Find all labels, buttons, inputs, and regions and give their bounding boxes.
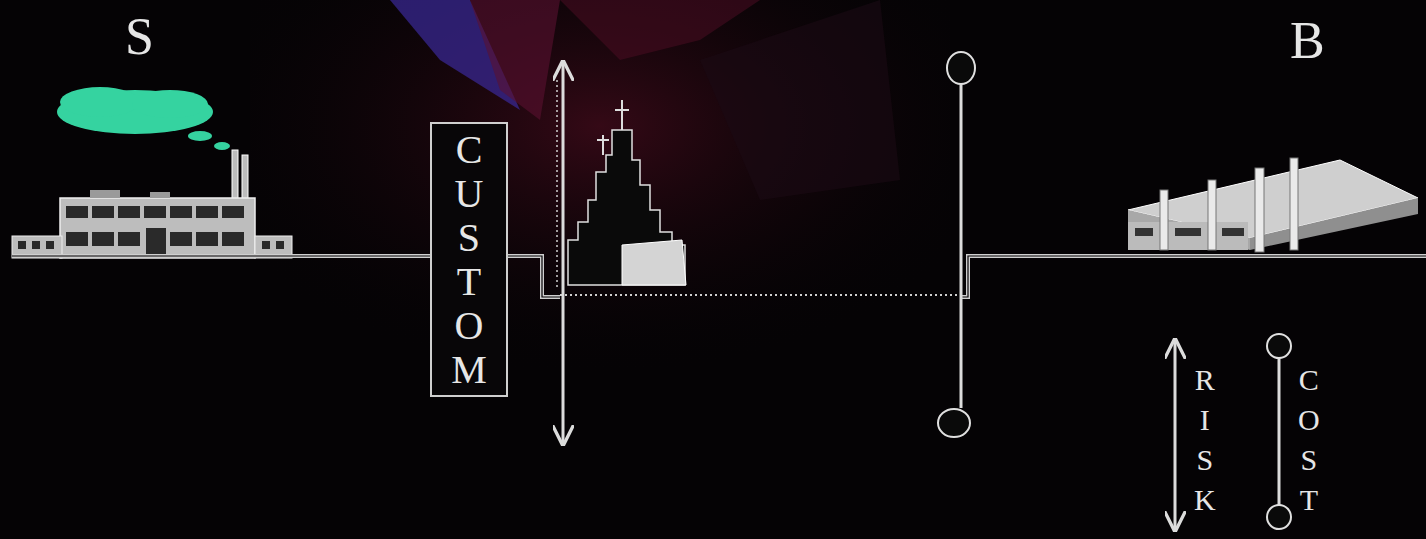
risk-arrow [557,62,563,444]
party-letter: B [1290,12,1325,69]
legend-samples [1175,334,1291,530]
office-building-illustration [1128,158,1418,252]
legend-label: COST [1298,360,1320,520]
cost-line [938,52,975,437]
customs-box: CUSTOM [430,122,508,397]
party-letter: S [125,8,154,65]
legend-label: RISK [1194,360,1216,520]
route-line [12,256,1426,297]
ship-illustration [568,100,686,285]
background-glow [250,0,950,420]
vertical-label: CUSTOM [451,128,487,392]
factory-illustration [12,87,292,258]
